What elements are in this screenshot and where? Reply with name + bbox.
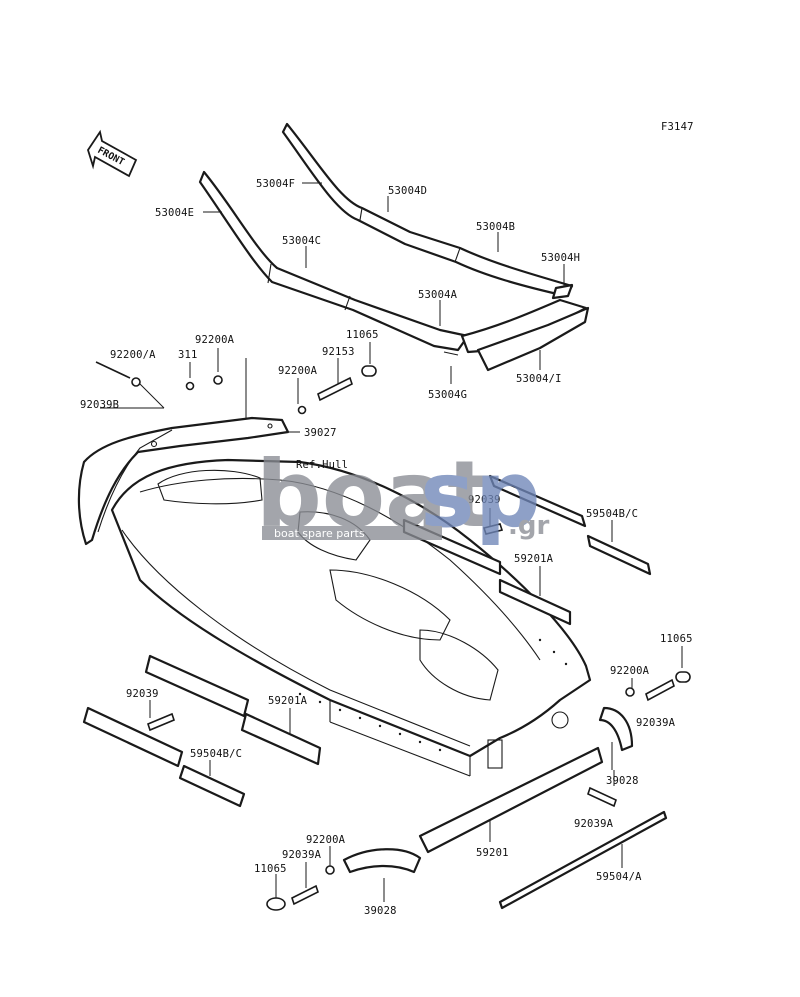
label-92039B: 92039B xyxy=(80,399,119,411)
label-92200A-top: 92200A xyxy=(195,334,235,346)
label-53004E: 53004E xyxy=(155,207,194,219)
label-92200A-bottom: 92200A xyxy=(306,834,346,846)
seat-cover-assembly xyxy=(198,122,590,372)
part-labels: 53004F 53004D 53004E 53004C 53004B 53004… xyxy=(80,178,693,917)
label-53004C: 53004C xyxy=(282,235,321,247)
label-53004D: 53004D xyxy=(388,185,427,197)
label-92200A-mid: 92200A xyxy=(278,365,318,377)
label-92039A-lowright: 92039A xyxy=(574,818,614,830)
cap-icon xyxy=(361,365,377,377)
label-53004H: 53004H xyxy=(541,252,580,264)
hull-outline xyxy=(110,458,592,777)
label-92039-right: 92039 xyxy=(468,494,501,506)
label-92200-A-left: 92200/A xyxy=(110,349,156,361)
label-11065-bottom: 11065 xyxy=(254,863,287,875)
label-11065-top: 11065 xyxy=(346,329,379,341)
seat-strip-top xyxy=(281,122,574,298)
corner-piece-39028 xyxy=(342,706,634,874)
bumper-bottom-long xyxy=(418,746,668,910)
label-59504BC-right: 59504B/C xyxy=(586,508,638,520)
label-39028-bottom: 39028 xyxy=(364,905,397,917)
label-59201: 59201 xyxy=(476,847,509,859)
label-59201A-left: 59201A xyxy=(268,695,308,707)
label-311: 311 xyxy=(178,349,198,361)
label-92200A-right: 92200A xyxy=(610,665,650,677)
label-53004G: 53004G xyxy=(428,389,467,401)
front-arrow-icon: FRONT xyxy=(87,129,138,178)
watermark-tagline: boat spare parts xyxy=(274,527,365,540)
watermark-logo: boat sp .gr boat spare parts xyxy=(256,441,549,548)
bumper-left-lower xyxy=(82,654,322,808)
hardware xyxy=(95,361,691,911)
seat-strip-left xyxy=(198,170,470,352)
label-39027: 39027 xyxy=(304,427,337,439)
label-92153: 92153 xyxy=(322,346,355,358)
label-59201A-right: 59201A xyxy=(514,553,554,565)
label-59504BC-left: 59504B/C xyxy=(190,748,242,760)
cap-icon xyxy=(675,671,691,683)
label-53004A: 53004A xyxy=(418,289,458,301)
label-92039-left: 92039 xyxy=(126,688,159,700)
label-39028-right: 39028 xyxy=(606,775,639,787)
label-53004B: 53004B xyxy=(476,221,515,233)
label-11065-right: 11065 xyxy=(660,633,693,645)
seat-rear-piece xyxy=(476,306,590,372)
label-92039A-bottom: 92039A xyxy=(282,849,322,861)
figure-code: F3147 xyxy=(661,121,694,133)
leader-lines xyxy=(100,182,683,902)
gunwale-left-39027 xyxy=(77,416,290,546)
seat-end-piece xyxy=(551,283,574,300)
label-92039A-right: 92039A xyxy=(636,717,676,729)
label-59504A: 59504/A xyxy=(596,871,642,883)
label-ref-hull: Ref.Hull xyxy=(296,459,348,471)
label-53004F: 53004F xyxy=(256,178,295,190)
label-53004I: 53004/I xyxy=(516,373,562,385)
cap-icon xyxy=(266,897,286,911)
watermark-brand-tld: .gr xyxy=(508,511,549,541)
